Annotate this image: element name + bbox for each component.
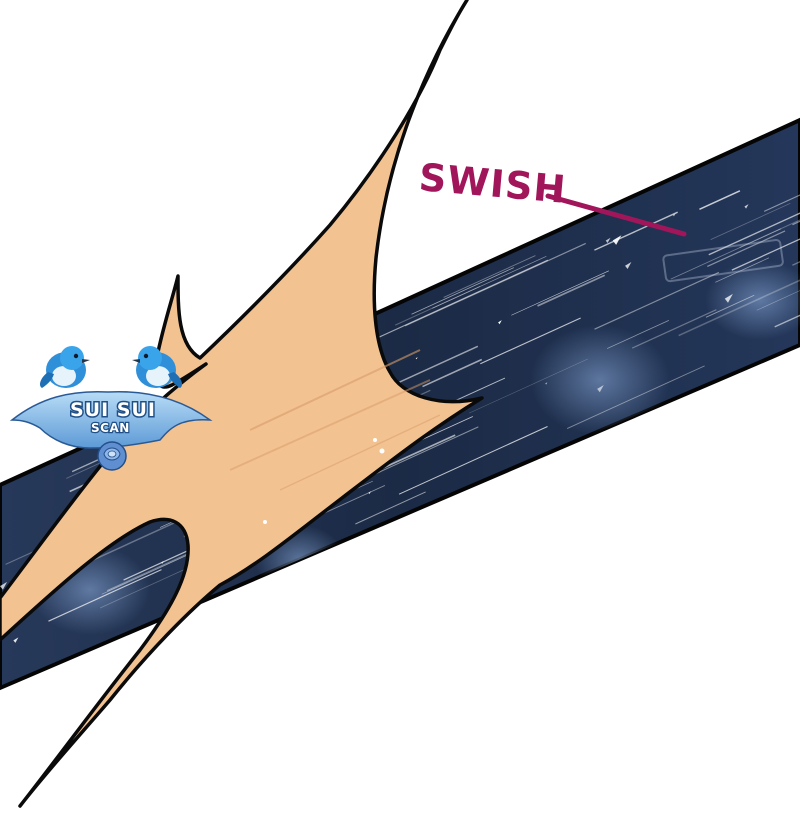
speed-line [394, 285, 481, 326]
speed-line [566, 365, 705, 429]
scanlation-logo: SUI SUI SCAN [9, 346, 213, 471]
sparkle-shard [612, 235, 622, 245]
speed-line [537, 274, 606, 307]
speed-line [705, 294, 755, 318]
speed-line [351, 259, 549, 350]
speed-line [631, 309, 717, 349]
logo-title: SUI SUI [70, 399, 156, 421]
speed-line [422, 358, 483, 388]
bird-icon [40, 346, 90, 388]
speed-line [594, 211, 678, 251]
sparkle-shard [545, 382, 548, 385]
blade-shape [0, 0, 484, 808]
speed-line [594, 271, 720, 330]
sparkle-shard [415, 357, 418, 360]
speed-line [48, 569, 162, 622]
speed-line [432, 255, 547, 309]
bird-icon [132, 346, 182, 388]
speed-line [606, 320, 670, 349]
watermark-badge [662, 239, 784, 283]
sparkle-shard [672, 213, 676, 217]
sparkle-shard [724, 293, 733, 303]
sparkle-shard [0, 581, 8, 590]
speed-line [443, 255, 536, 298]
sparkle-shard [161, 560, 164, 564]
speed-line [707, 230, 786, 267]
sparkle-shard [744, 204, 749, 209]
speed-line [411, 267, 514, 315]
speed-line [739, 165, 800, 248]
speed-line [699, 190, 741, 210]
speed-line [469, 358, 588, 414]
speed-line [715, 257, 770, 283]
logo-subtitle: SCAN [91, 421, 130, 435]
sparkle-shard [625, 262, 632, 269]
sparkle-shard [498, 320, 502, 325]
speed-line [731, 179, 800, 271]
speed-line [670, 228, 782, 280]
speed-line [678, 274, 800, 337]
speed-line [398, 425, 548, 495]
speed-line [763, 160, 800, 212]
speed-line [708, 199, 800, 256]
sparkle-shard [597, 384, 604, 393]
speed-line [710, 202, 791, 241]
rose-icon [97, 441, 127, 471]
speed-line [511, 270, 609, 316]
speed-line [355, 491, 426, 525]
sound-effect-trail [545, 193, 687, 237]
speed-line [316, 485, 386, 518]
sparkle-shard [605, 237, 611, 244]
speed-line [756, 261, 800, 311]
sparkle-shard [13, 637, 19, 643]
sparkle-shard [368, 491, 372, 495]
speed-line [480, 317, 581, 365]
